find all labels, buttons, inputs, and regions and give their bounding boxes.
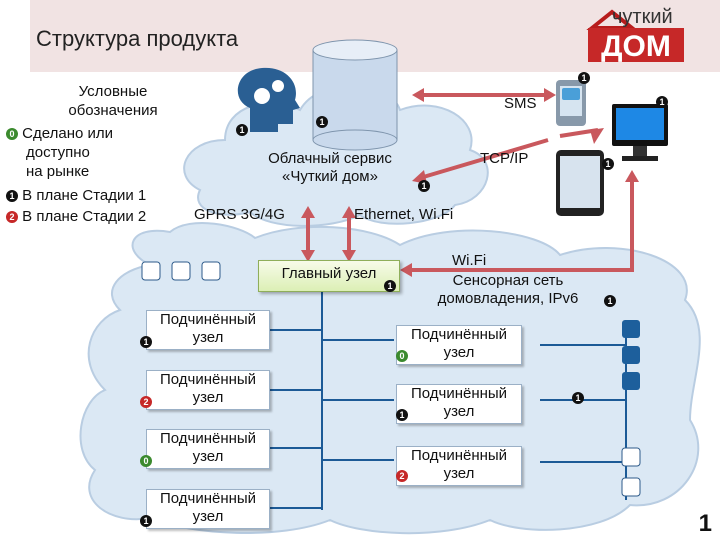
monitor-icon xyxy=(612,104,668,161)
ethernet-label: Ethernet, Wi.Fi xyxy=(354,206,454,223)
badge-ethernet: 1 xyxy=(418,180,430,192)
right-device-icons xyxy=(621,320,641,497)
database-icon xyxy=(312,39,398,151)
tablet-icon xyxy=(556,150,604,216)
badge-db: 1 xyxy=(316,116,328,128)
link-arrows xyxy=(301,88,639,277)
legend-heading: Условные обозначения xyxy=(68,83,158,119)
sub-node-left-4[interactable]: Подчинённый узел xyxy=(146,489,270,529)
badge-left-2: 2 xyxy=(140,396,152,408)
sub-node-right-3[interactable]: Подчинённый узел xyxy=(396,446,522,486)
badge-right-3: 2 xyxy=(396,470,408,482)
chutkiy-dom-logo: ДОМ xyxy=(586,9,684,63)
badge-left-1: 1 xyxy=(140,336,152,348)
ai-head-icon xyxy=(237,67,300,132)
legend-item-stage-1: 1 В плане Стадии 1 xyxy=(6,186,146,205)
badge-right-2: 1 xyxy=(396,409,408,421)
sub-node-left-2[interactable]: Подчинённый узел xyxy=(146,370,270,410)
badge-monitor: 1 xyxy=(656,96,668,108)
page-title: Структура продукта xyxy=(36,26,239,51)
badge-left-4: 1 xyxy=(140,515,152,527)
svg-text:ДОМ: ДОМ xyxy=(601,30,671,63)
badge-head: 1 xyxy=(236,124,248,136)
badge-tablet: 1 xyxy=(602,158,614,170)
badge-right-1: 0 xyxy=(396,350,408,362)
logo-wordmark: чуткий xyxy=(612,6,673,28)
legend-item-done: 0 Сделано или доступно на рынке xyxy=(6,124,113,181)
badge-right-branch: 1 xyxy=(572,392,584,404)
gprs-label: GPRS 3G/4G xyxy=(194,206,285,223)
legend-item-stage-2: 2 В плане Стадии 2 xyxy=(6,207,146,226)
main-node[interactable]: Главный узел xyxy=(258,260,400,292)
node-tree-lines xyxy=(270,292,627,510)
badge-stage-1: 1 xyxy=(6,190,18,203)
badge-left-3: 0 xyxy=(140,455,152,467)
sensor-network-label: Сенсорная сеть домовладения, IPv6 xyxy=(437,272,579,307)
badge-sms: 1 xyxy=(578,72,590,84)
badge-stage-0: 0 xyxy=(6,128,18,141)
tcpip-label: TCP/IP xyxy=(480,150,529,167)
main-node-icons xyxy=(141,261,221,281)
sms-label: SMS xyxy=(504,95,537,112)
badge-main-node: 1 xyxy=(384,280,396,292)
sms-phone-icon xyxy=(556,80,586,126)
cloud-service-label: Облачный сервис «Чуткий дом» xyxy=(268,150,392,185)
badge-stage-2: 2 xyxy=(6,211,18,224)
sub-node-left-1[interactable]: Подчинённый узел xyxy=(146,310,270,350)
badge-sensor: 1 xyxy=(604,295,616,307)
sub-node-left-3[interactable]: Подчинённый узел xyxy=(146,429,270,469)
sub-node-right-2[interactable]: Подчинённый узел xyxy=(396,384,522,424)
wifi-label: Wi.Fi xyxy=(452,252,487,269)
sub-node-right-1[interactable]: Подчинённый узел xyxy=(396,325,522,365)
page-number: 1 xyxy=(698,510,712,537)
